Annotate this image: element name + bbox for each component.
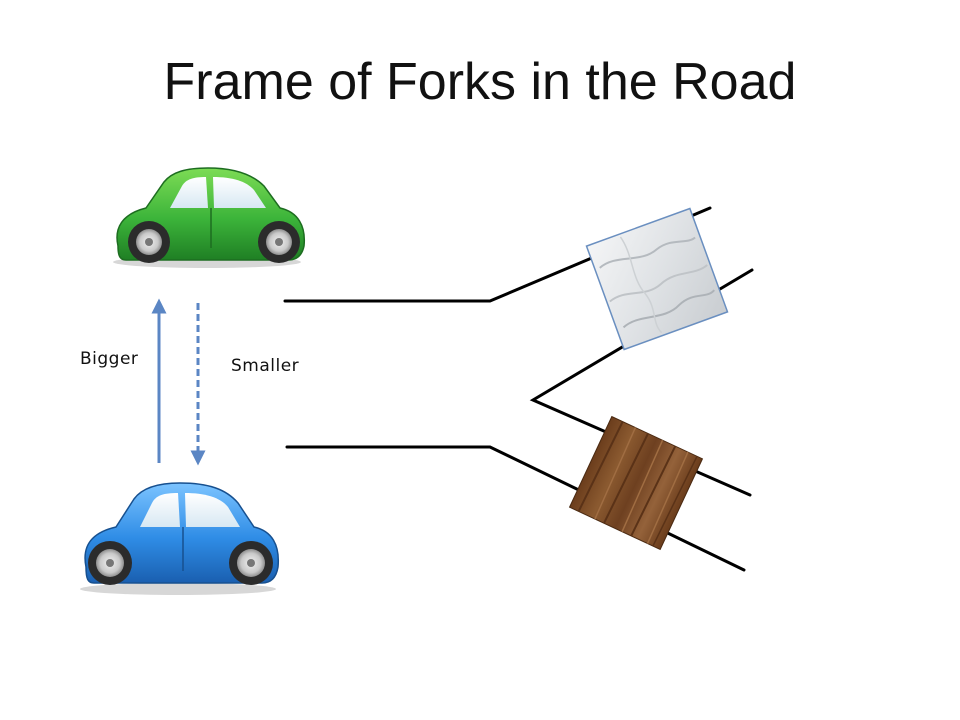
smaller-label: Smaller [231, 356, 300, 376]
marble-block-icon [585, 207, 729, 351]
green-car-icon [113, 167, 306, 268]
wood-block-icon [568, 415, 704, 551]
blue-car-icon [80, 482, 280, 595]
slide-title: Frame of Forks in the Road [163, 53, 797, 111]
bigger-label: Bigger [80, 349, 139, 369]
